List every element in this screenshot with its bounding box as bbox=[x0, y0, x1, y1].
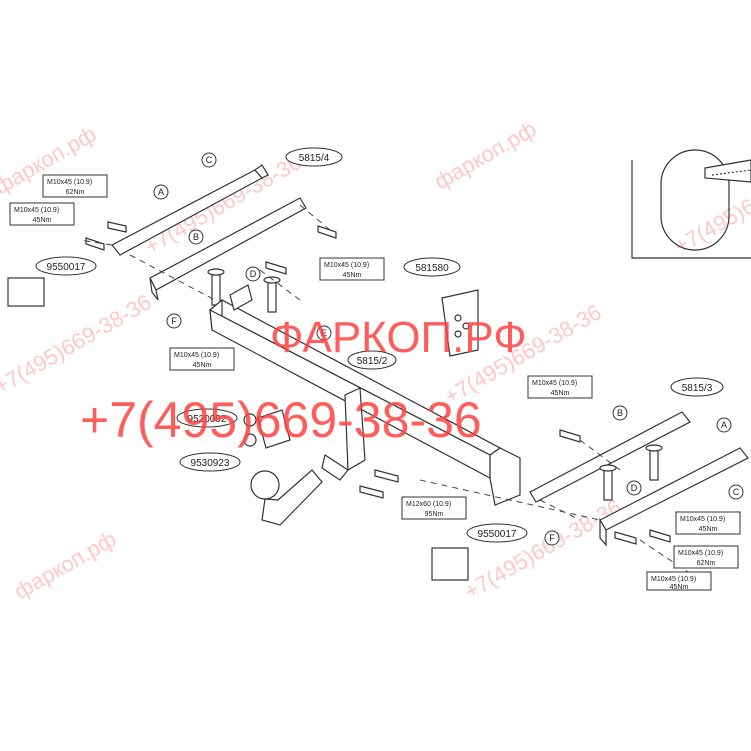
pad-left bbox=[7, 277, 45, 307]
svg-text:95Nm: 95Nm bbox=[425, 511, 444, 518]
callout-letter: D bbox=[631, 483, 638, 493]
svg-text:M10x45 (10.9): M10x45 (10.9) bbox=[680, 516, 725, 523]
callout-letter: D bbox=[250, 269, 257, 279]
right-bracket-group bbox=[529, 411, 749, 547]
svg-text:M10x45 (10.9): M10x45 (10.9) bbox=[14, 207, 59, 214]
svg-text:45Nm: 45Nm bbox=[33, 217, 52, 224]
part-label: 5815/4 bbox=[299, 153, 330, 164]
callout-letter: A bbox=[721, 420, 727, 430]
callout-letter: C bbox=[733, 487, 740, 497]
svg-text:45Nm: 45Nm bbox=[670, 584, 689, 591]
part-label: 9520092 bbox=[188, 414, 227, 425]
svg-text:62Nm: 62Nm bbox=[66, 189, 85, 196]
pad-right bbox=[431, 547, 469, 581]
part-label: 5815/3 bbox=[682, 383, 713, 394]
svg-text:62Nm: 62Nm bbox=[697, 560, 716, 567]
callout-letter: B bbox=[617, 408, 623, 418]
watermark-brand: ФАРКОП.РФ bbox=[270, 313, 527, 362]
part-labels: 9550017 5815/4 581580 5815/2 9520092 953… bbox=[35, 147, 724, 543]
callout-letter: E bbox=[321, 328, 327, 338]
callout-letter: A bbox=[158, 187, 164, 197]
bolt-spec-boxes: M10x45 (10.9) 62Nm M10x45 (10.9) 45Nm M1… bbox=[9, 174, 741, 591]
svg-text:45Nm: 45Nm bbox=[699, 526, 718, 533]
callout-letter: F bbox=[549, 533, 555, 543]
inset-detail bbox=[631, 149, 751, 259]
letter-callouts: A B C D E F A B C D F bbox=[153, 152, 744, 546]
watermark-small: фаркоп.рф bbox=[430, 116, 540, 194]
crossbar bbox=[208, 284, 521, 506]
svg-text:M12x60 (10.9): M12x60 (10.9) bbox=[406, 501, 451, 508]
svg-text:M10x45 (10.9): M10x45 (10.9) bbox=[532, 380, 577, 387]
watermark-small: фаркоп.рф bbox=[10, 526, 120, 604]
towball-group bbox=[243, 409, 323, 526]
part-label: 581580 bbox=[415, 263, 449, 274]
svg-text:M10x45 (10.9): M10x45 (10.9) bbox=[174, 352, 219, 359]
part-label: 5815/2 bbox=[357, 356, 388, 367]
watermark-phone: +7(495)669-38-36 bbox=[80, 392, 482, 448]
watermark-main: ФАРКОП.РФ +7(495)669-38-36 bbox=[80, 313, 527, 448]
electric-kit-card bbox=[441, 289, 479, 357]
svg-text:M10x45 (10.9): M10x45 (10.9) bbox=[678, 550, 723, 557]
callout-letter: C bbox=[206, 155, 213, 165]
part-label: 9550017 bbox=[478, 529, 517, 540]
svg-text:45Nm: 45Nm bbox=[551, 390, 570, 397]
svg-text:45Nm: 45Nm bbox=[343, 272, 362, 279]
svg-text:M10x45 (10.9): M10x45 (10.9) bbox=[47, 179, 92, 186]
part-label: 9550017 bbox=[47, 262, 86, 273]
part-label: 9530923 bbox=[191, 458, 230, 469]
left-bracket-group bbox=[85, 164, 337, 313]
callout-letter: F bbox=[171, 316, 177, 326]
svg-text:45Nm: 45Nm bbox=[193, 362, 212, 369]
callout-letter: B bbox=[193, 232, 199, 242]
svg-text:M10x45 (10.9): M10x45 (10.9) bbox=[651, 576, 696, 583]
watermark-small: +7(495)669-38-36 bbox=[460, 494, 626, 604]
svg-text:M10x45 (10.9): M10x45 (10.9) bbox=[324, 262, 369, 269]
